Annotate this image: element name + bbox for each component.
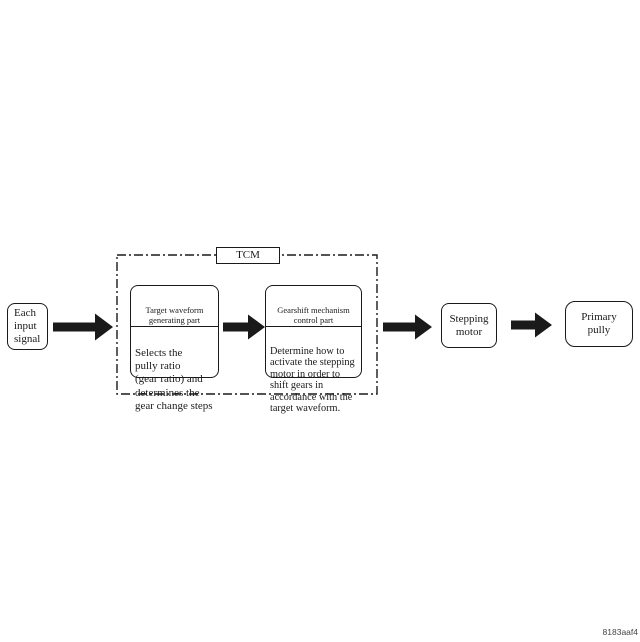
node-primary-pully: Primary pully [565,301,633,347]
node-stepping-motor: Stepping motor [441,303,497,348]
gearshift-control-header: Gearshift mechanism control part [266,304,361,327]
gearshift-control-body: Determine how to activate the stepping m… [270,346,355,415]
figure-code: 8183aaf4 [602,627,638,637]
flow-arrow-right-icon [383,314,432,340]
node-each-input-signal: Each input signal [7,303,48,350]
flow-arrow-right-icon [53,313,113,341]
tcm-dashed-frame [116,254,378,395]
node-target-waveform-generating-part: Target waveform generating part Selects … [130,285,219,412]
flow-arrow-right-icon [223,314,265,340]
target-waveform-body: Selects the pully ratio (gear ratio) and… [135,347,213,412]
target-waveform-header: Target waveform generating part [131,304,218,327]
node-gearshift-mechanism-control-part: Gearshift mechanism control part Determi… [265,285,362,414]
tcm-module-label: TCM [216,247,280,264]
flow-arrow-right-icon [511,312,552,338]
